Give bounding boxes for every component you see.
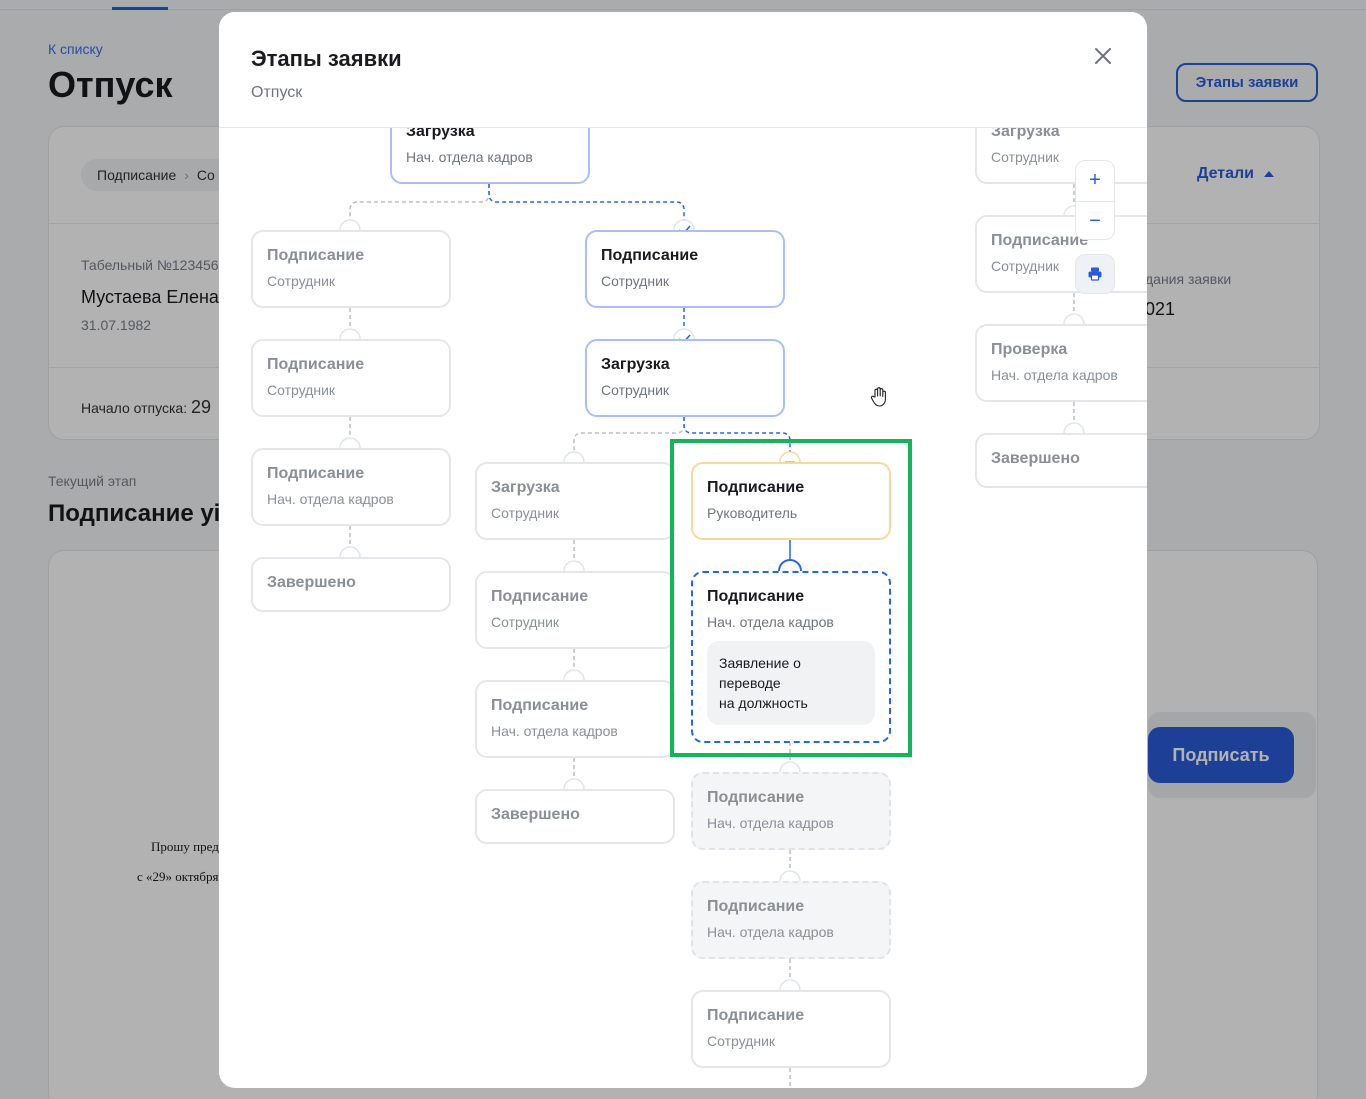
stage-title: Подписание [491, 588, 589, 605]
stage-node[interactable]: Загрузка Нач. отдела кадров [390, 128, 590, 184]
zoom-out-button[interactable]: − [1076, 201, 1114, 240]
stage-title: Подписание [707, 1007, 805, 1024]
active-tab-indicator [112, 7, 168, 10]
breadcrumb-item[interactable]: Со [196, 167, 215, 183]
breadcrumb: Подписание › Со [81, 159, 241, 191]
stage-role: Сотрудник [707, 1033, 776, 1049]
stage-node[interactable]: Подписание Сотрудник [975, 215, 1147, 293]
stage-role: Нач. отдела кадров [406, 149, 533, 165]
stages-diagram-canvas[interactable]: Загрузка Нач. отдела кадров Подписание С… [219, 128, 1147, 1088]
zoom-controls: + − [1075, 160, 1115, 240]
stage-role: Сотрудник [991, 149, 1060, 165]
zoom-in-button[interactable]: + [1089, 169, 1101, 191]
stage-node[interactable]: Подписание Сотрудник [475, 571, 675, 649]
stage-node[interactable]: Подписание Нач. отдела кадров [691, 881, 891, 959]
stage-role: Сотрудник [491, 505, 560, 521]
stage-title: Загрузка [991, 128, 1060, 140]
modal-title: Этапы заявки [251, 46, 402, 71]
active-stage-node[interactable]: Подписание Нач. отдела кадров Заявление … [691, 571, 891, 743]
stage-title: Подписание [267, 356, 365, 373]
stages-modal: Этапы заявки Отпуск [219, 12, 1147, 1088]
created-date-value: 021 [1145, 299, 1176, 319]
stage-node[interactable]: Завершено [251, 557, 451, 612]
vacation-start: Начало отпуска: 29 [81, 397, 211, 418]
stage-role: Сотрудник [601, 382, 670, 398]
stage-role: Сотрудник [491, 614, 560, 630]
stage-role: Нач. отдела кадров [707, 815, 834, 831]
tab-number: Табельный №123456 [81, 257, 219, 273]
page-title: Отпуск [48, 64, 173, 105]
stage-node[interactable]: Подписание Нач. отдела кадров [475, 680, 675, 758]
stage-title: Подписание [991, 232, 1089, 249]
details-label: Детали [1197, 165, 1255, 182]
employee-birth-date: 31.07.1982 [81, 317, 152, 333]
document-line: Прошу пред [151, 839, 219, 854]
hand-cursor-icon [870, 387, 886, 407]
stage-title: Подписание [707, 588, 805, 605]
stage-role: Руководитель [707, 505, 798, 521]
printer-icon [1088, 267, 1102, 281]
stages-button[interactable]: Этапы заявки [1176, 63, 1318, 102]
stage-node[interactable]: Подписание Нач. отдела кадров [251, 448, 451, 526]
stage-role: Сотрудник [267, 382, 336, 398]
modal-subtitle: Отпуск [251, 84, 303, 101]
current-stage-label: Текущий этап [48, 473, 137, 489]
stage-title: Подписание [267, 247, 365, 264]
stage-title: Завершено [267, 574, 356, 591]
stage-node[interactable]: Проверка Нач. отдела кадров [975, 324, 1147, 402]
stage-title: Подписание [601, 247, 699, 264]
stage-title: Подписание [707, 789, 805, 806]
created-date-label: дания заявки [1145, 271, 1232, 287]
caret-up-icon [1264, 171, 1275, 177]
stage-node[interactable]: Подписание Сотрудник [251, 339, 451, 417]
stage-node[interactable]: Загрузка Сотрудник [975, 128, 1147, 184]
vacation-start-value: 29 [190, 397, 212, 417]
stage-title: Подписание [491, 697, 589, 714]
stage-title: Проверка [991, 341, 1068, 358]
stage-title: Подписание [707, 479, 805, 496]
employee-name: Мустаева Елена [81, 287, 219, 307]
stage-role: Нач. отдела кадров [707, 924, 834, 940]
stage-role: Сотрудник [991, 258, 1060, 274]
close-icon[interactable] [1091, 44, 1115, 68]
stage-title: Загрузка [491, 479, 560, 496]
top-nav-bar [0, 0, 1366, 10]
stage-title: Завершено [991, 450, 1080, 467]
document-line: с «29» октября [137, 869, 219, 884]
print-button[interactable] [1075, 254, 1115, 294]
stage-node[interactable]: Загрузка Сотрудник [585, 339, 785, 417]
stage-node[interactable]: Подписание Нач. отдела кадров [691, 772, 891, 850]
stage-node[interactable]: Подписание Сотрудник [251, 230, 451, 308]
stage-role: Нач. отдела кадров [267, 491, 394, 507]
stage-role: Сотрудник [267, 273, 336, 289]
current-stage-value: Подписание уі [48, 500, 221, 527]
document-chip[interactable]: Заявление о переводе на должность [707, 641, 875, 725]
stage-role: Нач. отдела кадров [991, 367, 1118, 383]
stage-role: Нач. отдела кадров [707, 614, 834, 630]
stage-node[interactable]: Подписание Сотрудник [691, 990, 891, 1068]
stage-node[interactable]: Завершено [975, 433, 1147, 488]
stage-node[interactable]: Подписание Сотрудник [585, 230, 785, 308]
sign-button[interactable]: Подписать [1148, 727, 1294, 783]
vacation-start-label: Начало отпуска: [81, 400, 188, 416]
breadcrumb-item[interactable]: Подписание [97, 167, 177, 183]
stage-role: Сотрудник [601, 273, 670, 289]
stage-node[interactable]: Загрузка Сотрудник [475, 462, 675, 540]
stage-title: Подписание [707, 898, 805, 915]
stage-role: Нач. отдела кадров [491, 723, 618, 739]
stage-title: Загрузка [601, 356, 670, 373]
stage-title: Загрузка [406, 128, 475, 140]
stage-node[interactable]: Завершено [475, 789, 675, 844]
chevron-right-icon: › [184, 167, 189, 183]
details-toggle[interactable]: Детали [1197, 165, 1275, 183]
stage-title: Завершено [491, 806, 580, 823]
stage-title: Подписание [267, 465, 365, 482]
current-stage-node[interactable]: Подписание Руководитель [691, 462, 891, 540]
back-to-list-link[interactable]: К списку [48, 41, 103, 57]
modal-header: Этапы заявки Отпуск [219, 12, 1147, 128]
